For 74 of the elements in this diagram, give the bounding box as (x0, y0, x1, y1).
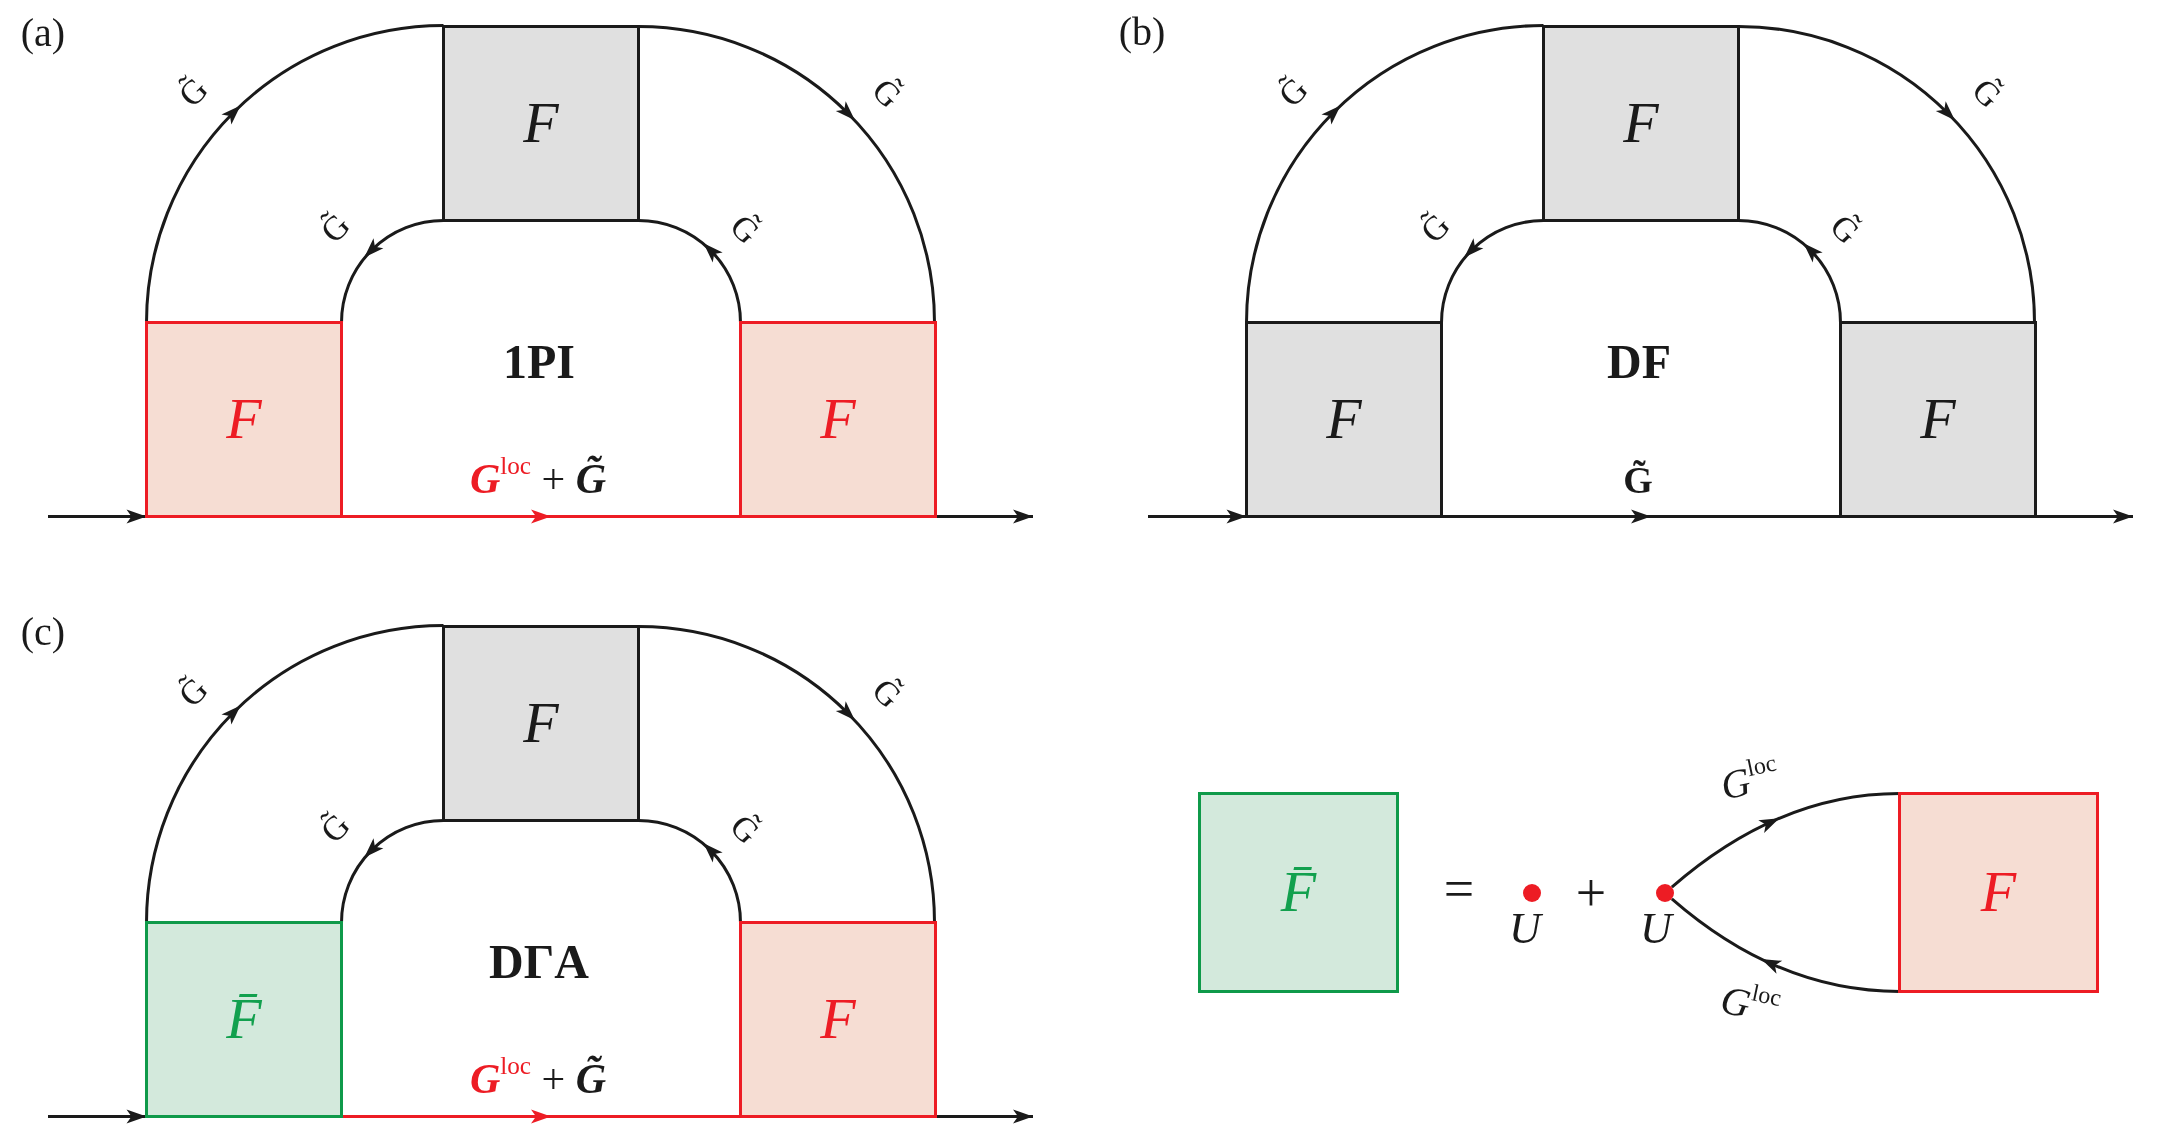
propagator-arrow (1440, 219, 1544, 323)
propagator-arrow (1738, 25, 2036, 323)
propagator-arrow (341, 1109, 741, 1124)
vertex-box (145, 921, 343, 1118)
method-label: DF (1607, 334, 1671, 390)
vertex-box (442, 25, 640, 222)
vertex-box (1839, 321, 2037, 518)
vertex-label: F (523, 690, 559, 757)
vertex-box (442, 625, 640, 822)
vertex-label: F (1980, 859, 2017, 926)
propagator-arrow (935, 509, 1033, 524)
propagator-arrow (1738, 219, 1842, 323)
vertex-box (1198, 792, 1399, 993)
propagator-arrow (638, 25, 936, 323)
vertex-dot (1656, 884, 1674, 902)
propagator-arrow (340, 819, 444, 923)
vertex-box (1898, 792, 2099, 993)
propagator-label: G̃ (1270, 69, 1316, 115)
propagator-arrow (1245, 24, 1544, 323)
propagator-label: G̃ (312, 805, 358, 851)
propagator-arrow (1670, 792, 1900, 889)
propagator-arrow (48, 1109, 147, 1124)
propagator-arrow (638, 219, 742, 323)
vertex-box (739, 921, 937, 1118)
propagator-arrow (48, 509, 147, 524)
method-label: DΓA (489, 934, 589, 990)
vertex-label: F (1920, 386, 1956, 453)
propagator-label: G$^{loc}$ + G̃ (469, 454, 607, 504)
propagator-label: G$^{loc}$ + G̃ (469, 1054, 607, 1104)
panel-label: (a) (20, 10, 66, 56)
propagator-arrow (1441, 509, 1841, 524)
vertex-label: F (1326, 386, 1362, 453)
vertex-dot (1523, 884, 1541, 902)
propagator-label: G̃ (1822, 206, 1868, 252)
vertex-label: F̄ (1280, 859, 1317, 926)
propagator-arrow (341, 509, 741, 524)
propagator-label: G̃ (1964, 70, 2010, 116)
vertex-label: F (820, 986, 856, 1053)
propagator-label: G̃ (1623, 459, 1653, 503)
vertex-label: F (820, 386, 856, 453)
panel-label: (c) (20, 609, 66, 655)
method-label: 1PI (503, 334, 575, 390)
vertex-label: F (226, 386, 262, 453)
propagator-label: G̃ (170, 669, 216, 715)
interaction-label: U (1640, 903, 1672, 955)
vertex-box (1245, 321, 1443, 518)
plus-sign: + (1575, 861, 1607, 925)
propagator-label: G̃ (1412, 205, 1458, 251)
propagator-arrow (1670, 897, 1900, 993)
propagator-label: G̃ (312, 205, 358, 251)
propagator-label: G̃ (170, 69, 216, 115)
panel-label: (b) (1118, 9, 1166, 55)
vertex-label: F (523, 90, 559, 157)
propagator-label: G̃ (864, 70, 910, 116)
vertex-box (145, 321, 343, 518)
vertex-box (739, 321, 937, 518)
propagator-arrow (638, 625, 936, 923)
propagator-label: G̃ (864, 670, 910, 716)
propagator-arrow (2035, 509, 2133, 524)
vertex-box (1542, 25, 1740, 222)
vertex-label: F̄ (226, 986, 262, 1053)
propagator-arrow (1148, 509, 1247, 524)
equals-sign: = (1443, 857, 1475, 921)
propagator-label: G̃ (722, 206, 768, 252)
vertex-label: F (1623, 90, 1659, 157)
propagator-arrow (340, 219, 444, 323)
propagator-arrow (638, 819, 742, 923)
propagator-label: G$^{loc}$ (1716, 976, 1784, 1029)
interaction-label: U (1509, 903, 1541, 955)
propagator-arrow (145, 24, 444, 323)
propagator-arrow (935, 1109, 1033, 1124)
propagator-arrow (145, 624, 444, 923)
propagator-label: G̃ (722, 806, 768, 852)
propagator-label: G$^{loc}$ (1716, 752, 1780, 810)
